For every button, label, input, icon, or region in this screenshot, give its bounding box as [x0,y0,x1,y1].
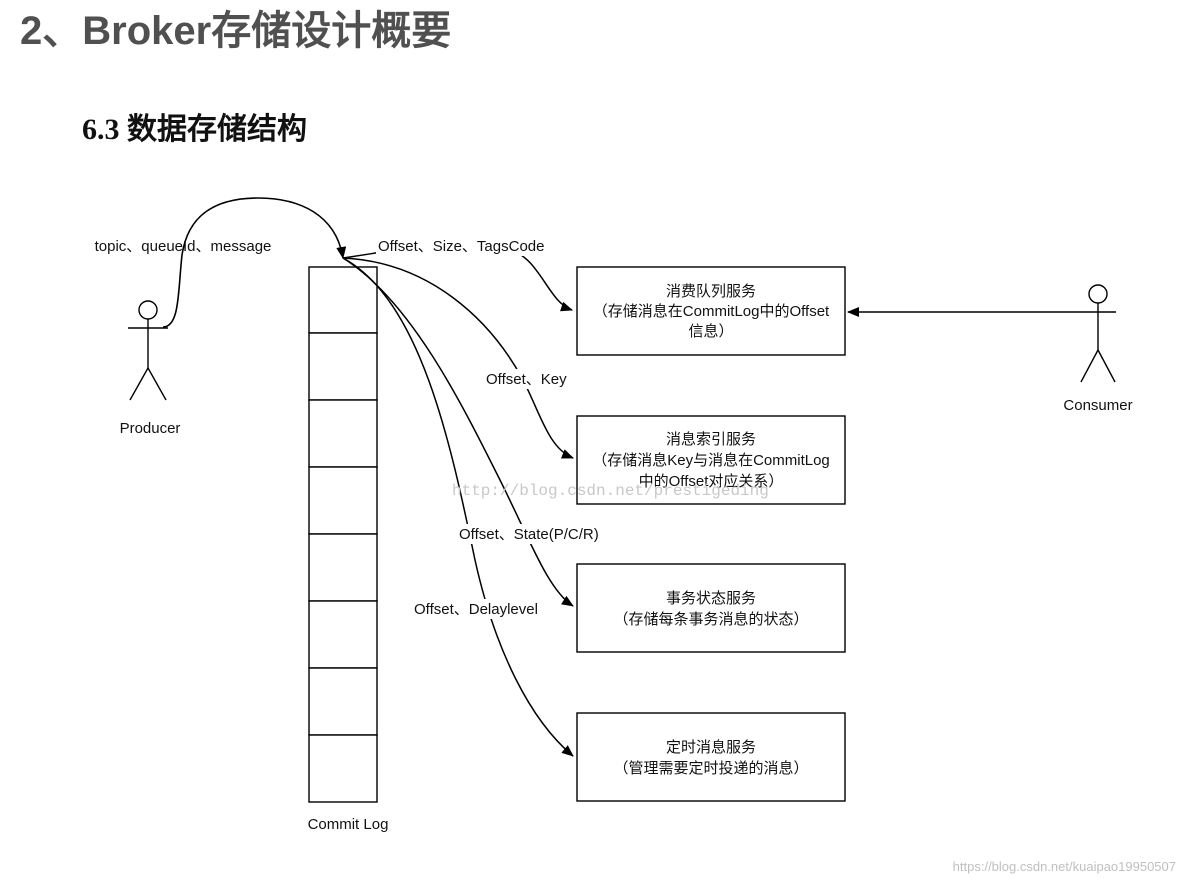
service-title: 定时消息服务 [666,739,756,756]
producer-figure [128,300,168,401]
service-title: 消费队列服务 [666,283,756,300]
producer-left-leg [129,367,149,401]
edge-arrow-transaction [342,257,574,607]
commit-log-cell [308,399,378,468]
footer-watermark: https://blog.csdn.net/kuaipao19950507 [953,859,1176,874]
service-title: 事务状态服务 [666,590,756,607]
producer-write-arrow [162,197,347,328]
consumer-right-leg [1097,349,1116,383]
commit-log-cell [308,667,378,736]
edge-label-offset-size-tagscode: Offset、Size、TagsCode [378,238,544,255]
producer-right-leg [147,367,167,401]
commit-log-label: Commit Log [308,816,389,833]
service-desc-line: （存储每条事务消息的状态） [613,611,808,628]
consumer-left-leg [1080,349,1099,383]
service-desc-line: 中的Offset对应关系） [639,472,784,490]
commit-log-cell [308,533,378,602]
commit-log-cell [308,600,378,669]
page-title: 2、Broker存储设计概要 [20,9,452,53]
commit-log-cell [308,266,378,334]
commit-log-cell [308,734,378,803]
consumer-figure [1080,284,1116,383]
service-title: 消息索引服务 [666,431,756,448]
edge-label-offset-key: Offset、Key [486,371,567,388]
commit-log-cell [308,332,378,401]
service-box-transaction-state: 事务状态服务 （存储每条事务消息的状态） [576,563,846,653]
edge-arrow-schedule [342,257,574,757]
consumer-head [1088,284,1108,304]
edge-label-offset-state: Offset、State(P/C/R) [459,526,599,543]
service-box-scheduled-message: 定时消息服务 （管理需要定时投递的消息） [576,712,846,802]
center-watermark: http://blog.csdn.net/prestigeding [452,482,769,500]
edge-label-offset-delaylevel: Offset、Delaylevel [414,601,538,618]
service-desc-line: 信息） [688,323,733,340]
service-desc-line: （存储消息Key与消息在CommitLog [592,452,830,469]
commit-log-cell [308,466,378,535]
service-box-consume-queue: 消费队列服务 （存储消息在CommitLog中的Offset 信息） [576,266,846,356]
service-box-message-index: 消息索引服务 （存储消息Key与消息在CommitLog 中的Offset对应关… [576,415,846,505]
service-desc-line: （存储消息在CommitLog中的Offset [593,303,830,320]
section-title: 6.3 数据存储结构 [82,113,307,146]
producer-head [138,300,158,320]
edge-arrow-index [342,257,574,459]
producer-label: Producer [120,420,181,437]
consumer-label: Consumer [1063,397,1132,414]
commit-log-column [308,266,378,803]
service-desc-line: （管理需要定时投递的消息） [613,760,808,777]
